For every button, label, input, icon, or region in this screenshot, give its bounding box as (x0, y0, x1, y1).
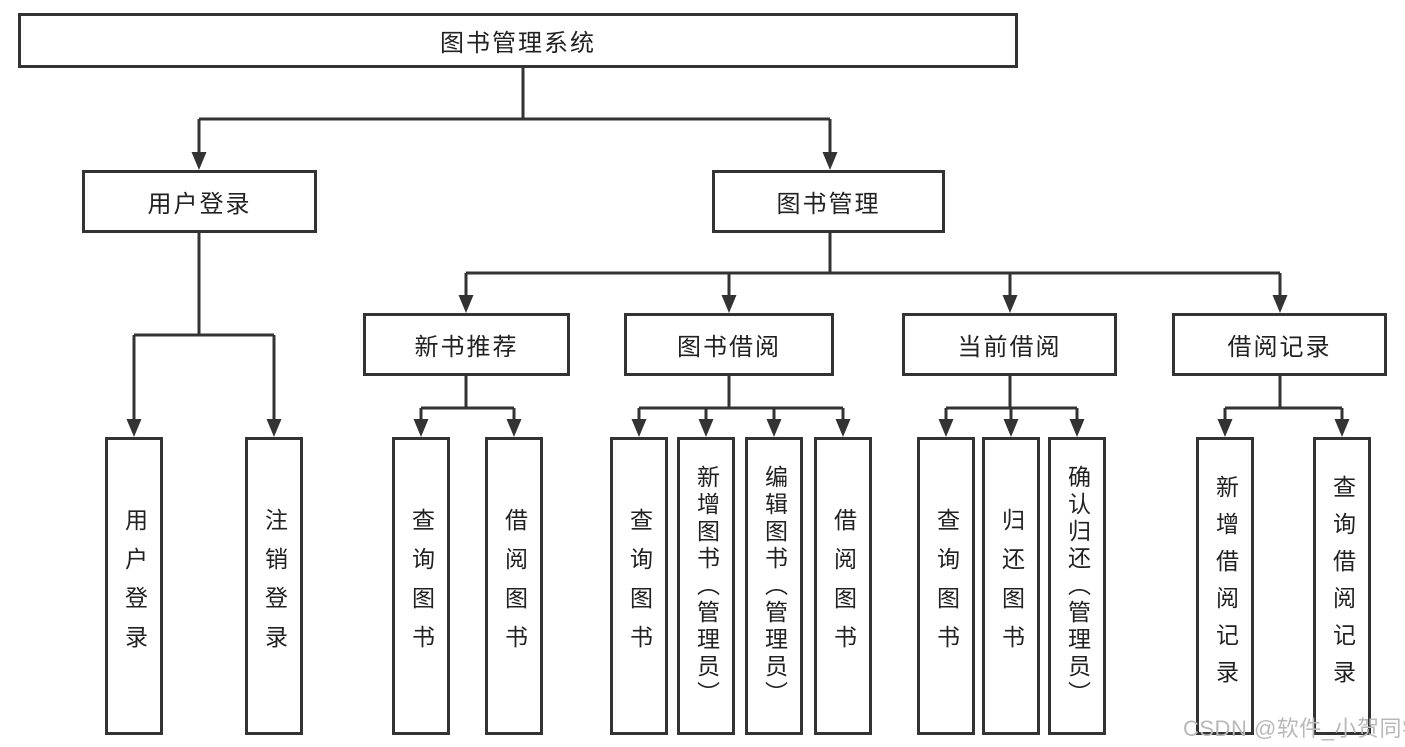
leaf-borrow-books-1: 借阅图书 (485, 437, 543, 735)
node-label: 注销登录 (261, 508, 288, 664)
node-user-login: 用户登录 (82, 170, 317, 233)
node-book-borrow: 图书借阅 (624, 313, 834, 376)
node-label: 用户登录 (121, 508, 148, 664)
node-label: 图书借阅 (677, 334, 781, 361)
node-label: 当前借阅 (957, 334, 1062, 361)
node-label: 查询借阅记录 (1329, 475, 1356, 697)
leaf-user-login: 用户登录 (105, 437, 163, 735)
leaf-confirm-return-admin: 确认归还（管理员） (1048, 437, 1106, 735)
leaf-query-books-2: 查询图书 (610, 437, 668, 735)
node-label: 编辑图书（管理员） (761, 464, 788, 708)
node-label: 借阅图书 (501, 508, 528, 664)
node-label: 查询图书 (933, 508, 960, 664)
node-new-book-recommend: 新书推荐 (363, 313, 570, 376)
leaf-query-borrow-record: 查询借阅记录 (1313, 437, 1371, 735)
leaf-add-book-admin: 新增图书（管理员） (677, 437, 735, 735)
node-label: 查询图书 (408, 508, 435, 664)
leaf-query-books-3: 查询图书 (917, 437, 975, 735)
node-label: 图书管理系统 (440, 30, 596, 57)
leaf-add-borrow-record: 新增借阅记录 (1196, 437, 1254, 735)
node-label: 新书推荐 (414, 334, 519, 361)
node-library-management-system: 图书管理系统 (18, 13, 1018, 68)
node-borrow-records: 借阅记录 (1172, 313, 1387, 376)
node-label: 图书管理 (776, 191, 881, 218)
node-label: 确认归还（管理员） (1064, 464, 1091, 708)
node-current-borrow: 当前借阅 (902, 313, 1117, 376)
leaf-logout: 注销登录 (245, 437, 303, 735)
leaf-borrow-books-2: 借阅图书 (814, 437, 872, 735)
node-label: 借阅记录 (1227, 334, 1332, 361)
node-book-management: 图书管理 (712, 170, 945, 233)
node-label: 用户登录 (147, 191, 252, 218)
node-label: 查询图书 (626, 508, 653, 664)
leaf-query-books-1: 查询图书 (392, 437, 450, 735)
node-label: 新增借阅记录 (1212, 475, 1239, 697)
arrowhead-icons (126, 152, 1350, 437)
leaf-return-book: 归还图书 (982, 437, 1040, 735)
node-label: 新增图书（管理员） (693, 464, 720, 708)
node-label: 归还图书 (998, 508, 1025, 664)
leaf-edit-book-admin: 编辑图书（管理员） (745, 437, 803, 735)
watermark: CSDN @软件_小贺同学 (1183, 716, 1405, 741)
node-label: 借阅图书 (830, 508, 857, 664)
